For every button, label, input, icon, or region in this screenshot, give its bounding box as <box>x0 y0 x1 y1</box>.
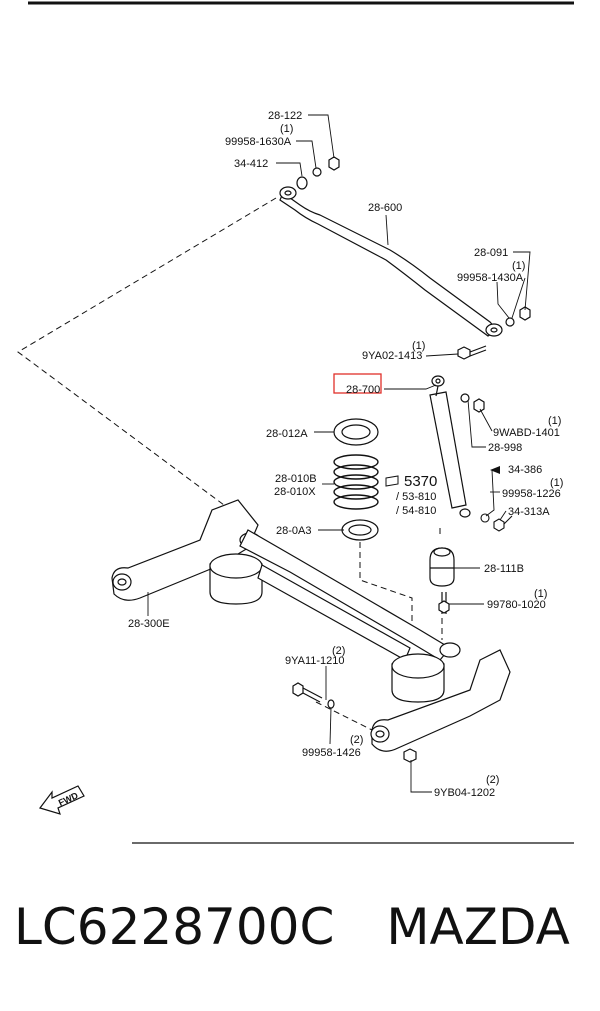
upper-spring-seat <box>333 418 379 446</box>
label-28-010x: 28-010X <box>274 486 316 498</box>
label-9wabd-1401: 9WABD-1401 <box>493 427 560 439</box>
label-9yb04-1202: 9YB04-1202 <box>434 787 495 799</box>
coil-spring <box>333 454 379 510</box>
bump-stop <box>429 547 455 614</box>
label-28-010b: 28-010B <box>275 473 317 485</box>
label-qty-1-a: (1) <box>280 123 293 135</box>
stabilizer-bolts <box>480 513 513 532</box>
rear-axle-beam <box>111 499 511 763</box>
label-99958-1430a: 99958-1430A <box>457 272 524 284</box>
arrow-5370 <box>385 475 399 487</box>
label-28-600: 28-600 <box>368 202 402 214</box>
dashed-guide-lines <box>17 197 443 731</box>
highlight-box <box>333 373 382 394</box>
label-28-700: 28-700 <box>346 384 380 396</box>
shock-absorber <box>429 375 485 518</box>
label-qty-2-c: (2) <box>486 774 499 786</box>
label-53-810: / 53-810 <box>396 491 436 503</box>
label-28-0a3: 28-0A3 <box>276 525 311 537</box>
leader-lines <box>147 114 531 793</box>
label-qty-2-a: (2) <box>332 645 345 657</box>
label-28-111b: 28-111B <box>484 563 524 575</box>
label-qty-1-d: (1) <box>548 415 561 427</box>
label-99958-1226: 99958-1226 <box>502 488 561 500</box>
footer-caption: LC6228700C MAZDA <box>14 898 594 968</box>
part-number: LC6228700C <box>14 898 335 956</box>
label-34-386: 34-386 <box>508 464 542 476</box>
rear-suspension-diagram: FWD 28-122 (1) 99958-1630A 34-412 28-600 <box>17 1 574 844</box>
arrow-34-386 <box>490 466 500 474</box>
label-34-313a: 34-313A <box>508 506 550 518</box>
label-28-998: 28-998 <box>488 442 522 454</box>
label-qty-2-b: (2) <box>350 734 363 746</box>
brand-name: MAZDA <box>386 898 570 956</box>
label-34-412: 34-412 <box>234 158 268 170</box>
label-99958-1630a: 99958-1630A <box>225 136 292 148</box>
label-9ya11-1210: 9YA11-1210 <box>285 655 345 667</box>
forward-arrow-icon: FWD <box>39 785 85 815</box>
label-28-122: 28-122 <box>268 110 302 122</box>
label-9ya02-1413: 9YA02-1413 <box>362 350 422 362</box>
lower-spring-seat <box>341 519 379 541</box>
label-28-012a: 28-012A <box>266 428 308 440</box>
label-54-810: / 54-810 <box>396 505 436 517</box>
label-5370: 5370 <box>404 473 437 490</box>
label-28-300e: 28-300E <box>128 618 170 630</box>
label-qty-1-b: (1) <box>512 260 525 272</box>
lateral-rod <box>279 156 531 360</box>
label-qty-1-e: (1) <box>550 477 563 489</box>
label-qty-1-f: (1) <box>534 588 547 600</box>
label-99780-1020: 99780-1020 <box>487 599 546 611</box>
label-28-091: 28-091 <box>474 247 508 259</box>
label-99958-1426: 99958-1426 <box>302 747 361 759</box>
label-qty-1-c: (1) <box>412 340 425 352</box>
